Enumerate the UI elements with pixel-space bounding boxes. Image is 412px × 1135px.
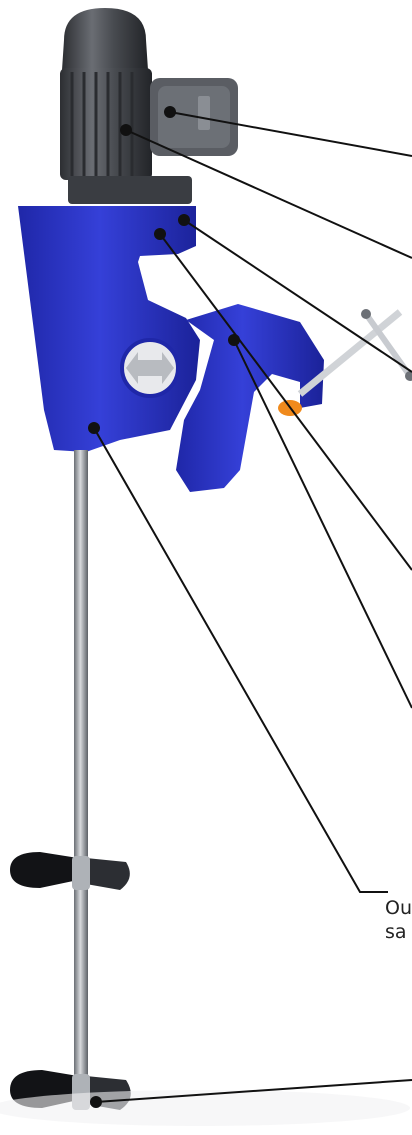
upper-impeller — [10, 852, 130, 890]
dot-clamp — [228, 334, 240, 346]
motor-housing — [60, 68, 152, 180]
dot-terminal-box — [164, 106, 176, 118]
motor-fan-cover — [62, 8, 148, 70]
motor-base — [68, 176, 192, 204]
leader-clamp — [234, 340, 412, 708]
callout-mixer-body-line-2: sa — [385, 920, 407, 944]
callout-mixer-body-line-1: Ou — [385, 896, 412, 920]
dot-impeller — [90, 1096, 102, 1108]
dot-motor-flange — [178, 214, 190, 226]
leader-lines — [94, 112, 412, 1102]
mixer-body — [18, 206, 200, 452]
dot-mixer-body — [88, 422, 100, 434]
dot-clamp-housing — [154, 228, 166, 240]
dot-motor — [120, 124, 132, 136]
shaft — [74, 450, 88, 1090]
leader-mixer-body — [94, 428, 388, 892]
